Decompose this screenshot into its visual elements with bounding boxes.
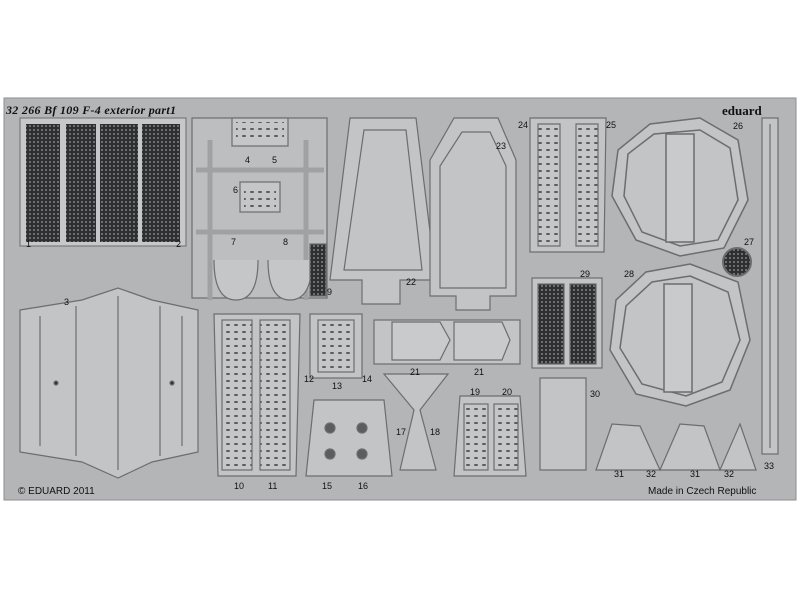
part-28-oval-hatch	[609, 263, 751, 407]
part-number: 31	[690, 469, 701, 479]
made-in: Made in Czech Republic	[648, 486, 757, 497]
part-24-25	[529, 117, 607, 253]
part-number: 16	[358, 481, 369, 491]
part-1-2-radiator-mesh	[19, 117, 187, 247]
part-22	[329, 117, 437, 305]
brand-logo: eduard	[722, 103, 762, 118]
part-number: 12	[304, 374, 315, 384]
part-number: 18	[430, 427, 441, 437]
part-number: 1	[26, 239, 32, 249]
part-31-32-brackets	[595, 422, 757, 472]
part-27-disc	[722, 247, 752, 277]
part-number: 31	[614, 469, 625, 479]
part-28-29-mesh	[531, 277, 603, 369]
part-number: 32	[724, 469, 735, 479]
part-number: 3	[64, 297, 70, 307]
part-number: 4	[245, 155, 251, 165]
part-number: 20	[502, 387, 513, 397]
part-4-9-frame	[191, 117, 328, 301]
part-number: 22	[406, 277, 417, 287]
part-23	[429, 117, 517, 311]
part-number: 14	[362, 374, 373, 384]
part-number: 11	[268, 481, 278, 491]
part-19-20	[453, 395, 527, 477]
part-17-18-arch	[382, 373, 450, 471]
part-15-16	[305, 399, 393, 477]
part-12-14	[309, 313, 363, 379]
part-21-pair	[373, 319, 521, 365]
part-number: 6	[233, 185, 239, 195]
part-number: 9	[327, 287, 333, 297]
part-number: 19	[470, 387, 481, 397]
part-number: 5	[272, 155, 278, 165]
part-number: 2	[176, 239, 182, 249]
part-30	[539, 377, 587, 471]
part-number: 32	[646, 469, 657, 479]
part-number: 25	[606, 120, 617, 130]
part-number: 24	[518, 120, 529, 130]
part-number: 27	[744, 237, 755, 247]
part-number: 28	[624, 269, 635, 279]
part-number: 29	[580, 269, 591, 279]
part-number: 10	[234, 481, 245, 491]
part-number: 33	[764, 461, 775, 471]
part-33-strip	[761, 117, 779, 455]
part-number: 21	[474, 367, 485, 377]
part-number: 17	[396, 427, 407, 437]
copyright: © EDUARD 2011	[18, 486, 95, 497]
part-number: 26	[733, 121, 744, 131]
part-number: 8	[283, 237, 289, 247]
part-number: 7	[231, 237, 237, 247]
part-number: 13	[332, 381, 343, 391]
part-3-panel	[19, 287, 199, 479]
part-10-11	[213, 313, 301, 477]
part-number: 15	[322, 481, 333, 491]
part-26-oval-hatch	[611, 117, 749, 257]
sheet-title: 32 266 Bf 109 F-4 exterior part1	[6, 103, 177, 117]
part-number: 30	[590, 389, 601, 399]
part-number: 23	[496, 141, 507, 151]
part-number: 21	[410, 367, 421, 377]
